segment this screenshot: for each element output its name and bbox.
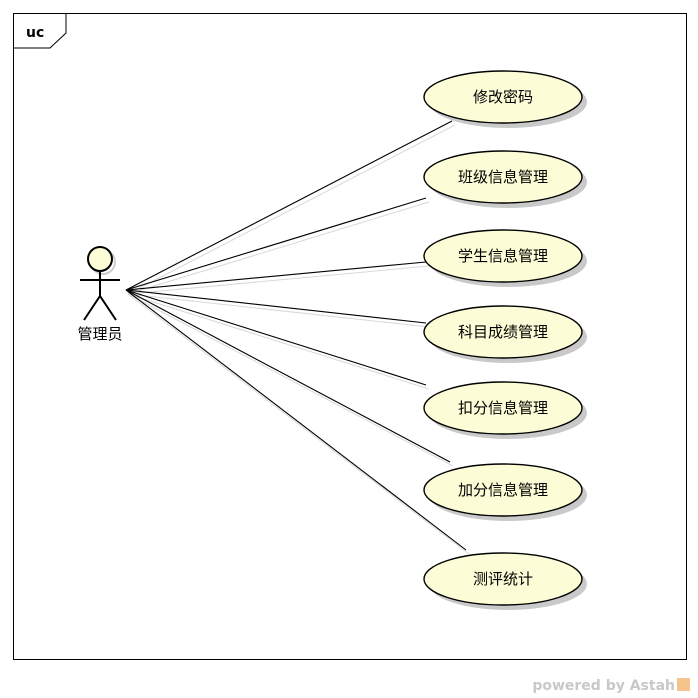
use-case-ellipse [423, 229, 583, 283]
association-shadow [127, 293, 454, 467]
association-line[interactable] [125, 120, 453, 291]
frame-label: uc [26, 25, 44, 41]
actor-left-leg [83, 295, 101, 321]
associations [125, 120, 470, 555]
association-line[interactable] [125, 197, 427, 291]
use-case-label: 加分信息管理 [458, 481, 548, 499]
use-case-ellipse [423, 305, 583, 359]
association-line[interactable] [125, 289, 427, 324]
use-case[interactable]: 加分信息管理 [423, 463, 587, 521]
actor-head [87, 246, 113, 272]
use-case[interactable]: 学生信息管理 [423, 229, 587, 287]
actor-right-leg [99, 295, 117, 321]
actor-administrator[interactable]: 管理员 [77, 246, 123, 343]
association-line[interactable] [125, 289, 467, 551]
use-case-label: 科目成绩管理 [458, 323, 548, 341]
use-case-ellipse [423, 150, 583, 204]
association-shadow [127, 124, 456, 295]
use-case-label: 测评统计 [473, 570, 533, 588]
use-case-ellipse [423, 70, 583, 124]
astah-logo-icon [677, 678, 690, 691]
use-case[interactable]: 班级信息管理 [423, 150, 587, 208]
frame-tab [13, 13, 67, 49]
association-line[interactable] [125, 289, 451, 463]
use-case[interactable]: 测评统计 [423, 552, 587, 610]
use-case-label: 学生信息管理 [458, 247, 548, 265]
use-case[interactable]: 科目成绩管理 [423, 305, 587, 363]
association-shadow [127, 293, 470, 555]
use-case[interactable]: 修改密码 [423, 70, 587, 128]
use-case-label: 班级信息管理 [458, 168, 548, 186]
association-shadow [127, 293, 430, 390]
association-line[interactable] [125, 289, 427, 386]
use-case-label: 修改密码 [473, 88, 533, 106]
use-case-label: 扣分信息管理 [458, 399, 548, 417]
use-case-ellipse [423, 552, 583, 606]
footer-branding: powered by Astah [532, 678, 675, 694]
association-shadow [127, 293, 430, 328]
association-shadow [127, 201, 430, 295]
association-line[interactable] [125, 261, 427, 291]
actor-name: 管理员 [77, 325, 122, 343]
use-case-ellipse [423, 381, 583, 435]
association-shadow [127, 265, 430, 295]
use-case[interactable]: 扣分信息管理 [423, 381, 587, 439]
use-case-ellipse [423, 463, 583, 517]
